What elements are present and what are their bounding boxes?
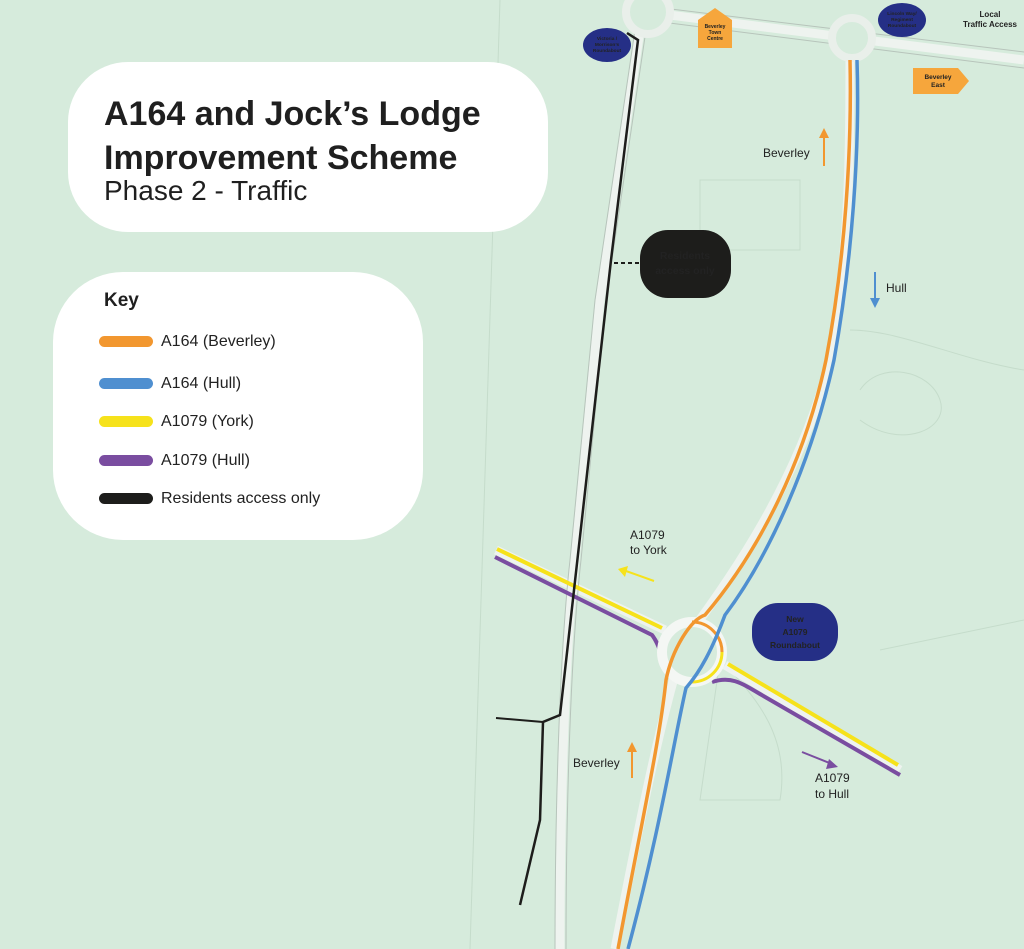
residents-access-line1: Residents [660,250,710,262]
route-a1079-york-east [726,662,900,767]
a1079-to-york-line2: to York [630,543,668,557]
key-label: A164 (Beverley) [161,333,276,350]
beverley-east-sign [913,68,969,94]
beverley-town-centre-line2: Town [709,30,722,36]
lincoln-roundabout-line3: Roundabout [888,23,917,29]
key-swatch-blue [99,378,153,389]
route-a1079-hull-east [711,677,902,777]
beverley-north-label: Beverley [763,146,810,160]
victoria-roundabout-line2: Morrison’s [595,42,620,48]
lincoln-roundabout-line2: Regiment [891,17,913,23]
beverley-town-centre-line1: Beverley [705,24,726,30]
key-label: A164 (Hull) [161,375,242,392]
victoria-roundabout-line3: Roundabout [593,48,622,54]
new-roundabout-line2: A1079 [782,627,807,637]
route-a164-beverley [616,59,853,949]
page-title-line1: A164 and Jock’s Lodge [104,95,481,133]
route-residents-access [518,31,640,906]
victoria-roundabout-shape [622,0,674,38]
route-a1079-york [496,547,663,630]
beverley-east-line2: East [931,82,946,89]
new-roundabout-line1: New [786,614,804,624]
key-swatch-orange [99,336,153,347]
local-traffic-line1: Local [980,10,1001,19]
lincoln-roundabout-badge [878,3,926,37]
lincoln-roundabout-line1: Lincoln Way/ [887,11,917,17]
arrow-left-icon [618,566,655,582]
key-swatch-yellow [99,416,153,427]
local-traffic-line2: Traffic Access [963,20,1018,29]
a1079-to-york-line1: A1079 [630,528,665,542]
key-swatch-purple [99,455,153,466]
map-key: Key A164 (Beverley) A164 (Hull) A1079 (Y… [53,272,423,540]
victoria-roundabout-line1: Victoria / [597,36,618,42]
page-title-line2: Improvement Scheme [104,139,458,177]
key-label: Residents access only [161,490,321,507]
arrow-up-icon [627,742,637,778]
residents-access-line2: access only [655,265,715,277]
beverley-town-centre-sign [698,8,732,48]
key-heading: Key [104,290,139,311]
key-label: A1079 (Hull) [161,452,250,469]
page-subtitle: Phase 2 - Traffic [104,175,308,206]
beverley-east-line1: Beverley [924,74,951,81]
lincoln-roundabout-shape [828,14,876,62]
beverley-town-centre-line3: Centre [707,36,723,42]
new-roundabout-line3: Roundabout [770,640,820,650]
new-roundabout-badge [752,603,838,661]
key-label: A1079 (York) [161,413,254,430]
hull-north-label: Hull [886,281,907,295]
arrow-down-right-icon [801,751,838,769]
arrow-up-icon [819,128,829,166]
victoria-roundabout-badge [583,28,631,62]
a1079-to-hull-line1: A1079 [815,771,850,785]
title-card: A164 and Jock’s Lodge Improvement Scheme… [68,62,548,232]
route-a164-hull [626,59,860,949]
arrow-down-icon [870,272,880,308]
residents-access-badge [640,230,731,298]
key-swatch-black [99,493,153,504]
beverley-south-label: Beverley [573,756,620,770]
a1079-to-hull-line2: to Hull [815,787,849,801]
